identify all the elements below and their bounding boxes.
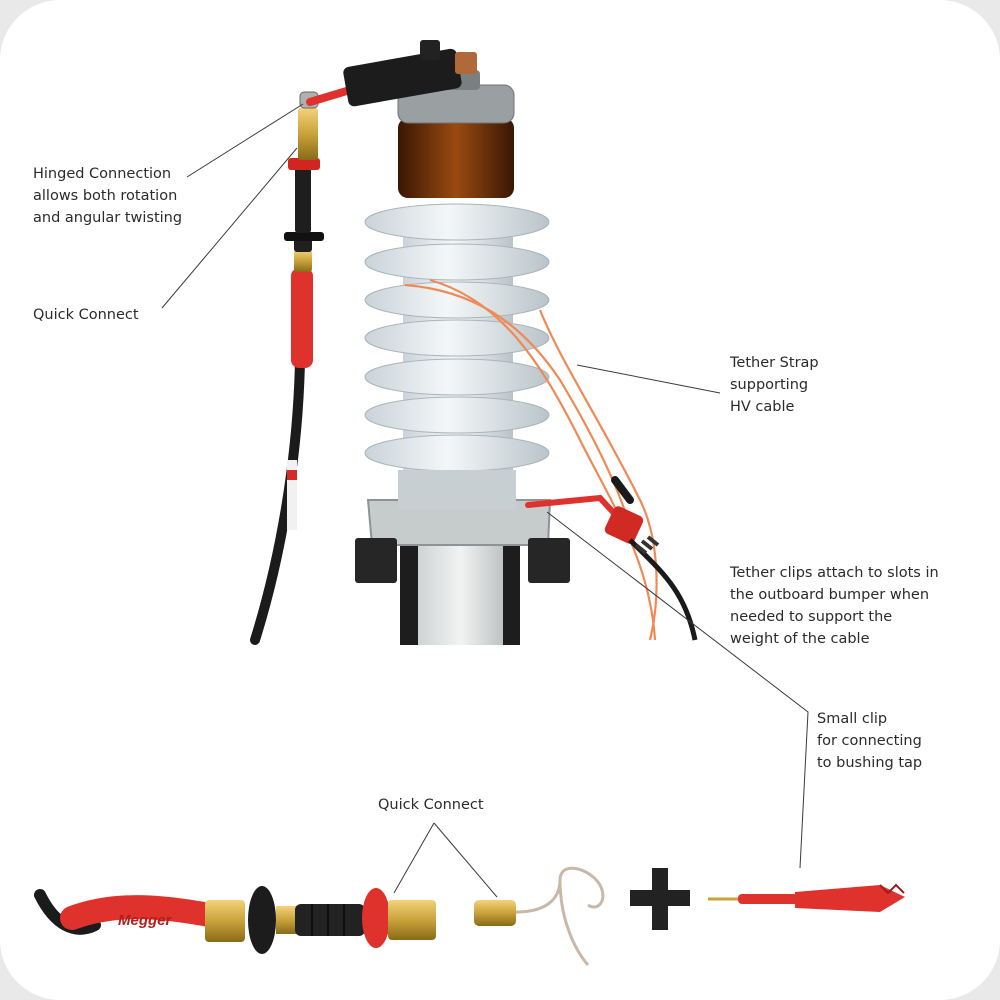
label-tether-clips-line1: Tether clips attach to slots in: [730, 565, 939, 581]
label-tether-clips-line3: needed to support the: [730, 609, 893, 625]
label-tether-strap-line3: HV cable: [730, 399, 795, 415]
red-collar: [362, 888, 390, 948]
insulator-sheds: [364, 203, 550, 472]
quick-connect-plug: [474, 900, 516, 926]
quick-connect-socket: [388, 900, 436, 940]
label-quick-connect-top-text: Quick Connect: [33, 307, 139, 323]
label-small-clip-line3: to bushing tap: [817, 755, 923, 771]
bottom-cable-assembly: Megger: [34, 866, 605, 966]
label-hinged-line2: allows both rotation: [33, 188, 178, 204]
bumper-left: [355, 538, 397, 583]
bottom-red-sleeve: [60, 895, 227, 930]
cable-print: [287, 460, 297, 530]
label-tether-clips: Tether clips attach to slots in the outb…: [730, 562, 939, 650]
leader-quick-connect-b: [433, 822, 498, 898]
label-tether-strap-line1: Tether Strap: [730, 355, 819, 371]
label-hinged-connection: Hinged Connection allows both rotation a…: [33, 163, 182, 229]
label-quick-connect-bottom: Quick Connect: [378, 794, 484, 816]
plus-icon: [630, 868, 690, 930]
leader-lines: [161, 103, 809, 898]
bushing-tap-clip: [525, 476, 698, 641]
label-tether-strap-line2: supporting: [730, 377, 809, 393]
label-small-clip-line1: Small clip: [817, 711, 888, 727]
label-tether-strap: Tether Strap supporting HV cable: [730, 352, 819, 418]
bumper-right: [528, 538, 570, 583]
small-clip-illustration: [708, 883, 905, 912]
brass-fitting-left: [205, 900, 245, 942]
hv-cable-assembly: [250, 40, 477, 645]
top-clamp: [343, 48, 462, 107]
label-hinged-line3: and angular twisting: [33, 210, 183, 226]
label-quick-connect-bottom-text: Quick Connect: [378, 797, 484, 813]
hv-cable-black: [250, 355, 305, 645]
label-tether-clips-line2: the outboard bumper when: [730, 587, 930, 603]
leader-quick-connect-top: [161, 147, 298, 309]
leader-quick-connect-a: [393, 822, 435, 894]
label-small-clip-line2: for connecting: [817, 733, 922, 749]
leader-tether-strap: [576, 364, 721, 394]
oil-chamber: [398, 118, 514, 198]
black-collar: [248, 886, 276, 954]
leader-hinged: [186, 103, 304, 178]
label-small-clip: Small clip for connecting to bushing tap: [817, 708, 922, 774]
leader-small-clip: [546, 511, 809, 869]
label-hinged-line1: Hinged Connection: [33, 166, 172, 182]
bushing-illustration: [355, 70, 570, 645]
hook-probe: [515, 866, 605, 966]
label-tether-clips-line4: weight of the cable: [730, 631, 870, 647]
label-quick-connect-top: Quick Connect: [33, 304, 139, 326]
sleeve-branding: Megger: [118, 912, 173, 929]
